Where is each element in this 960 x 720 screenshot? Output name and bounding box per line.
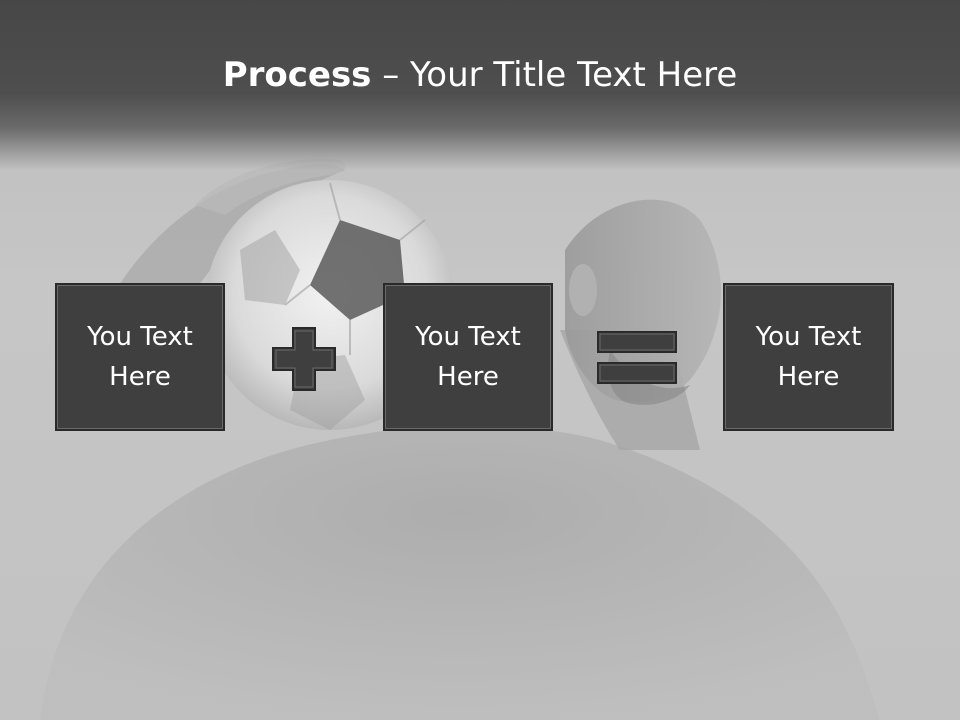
process-box-1[interactable]: You Text Here	[55, 283, 225, 431]
process-box-3[interactable]: You Text Here	[723, 283, 894, 431]
equals-icon	[597, 331, 677, 384]
slide-title: Process – Your Title Text Here	[0, 52, 960, 98]
process-box-3-text: You Text Here	[755, 322, 862, 392]
plus-icon	[272, 327, 336, 391]
process-box-2[interactable]: You Text Here	[383, 283, 553, 431]
title-bold: Process	[222, 55, 372, 95]
process-box-1-text: You Text Here	[87, 322, 193, 392]
title-rest: – Your Title Text Here	[371, 55, 738, 95]
title-band	[0, 0, 960, 170]
process-box-2-text: You Text Here	[415, 322, 521, 392]
